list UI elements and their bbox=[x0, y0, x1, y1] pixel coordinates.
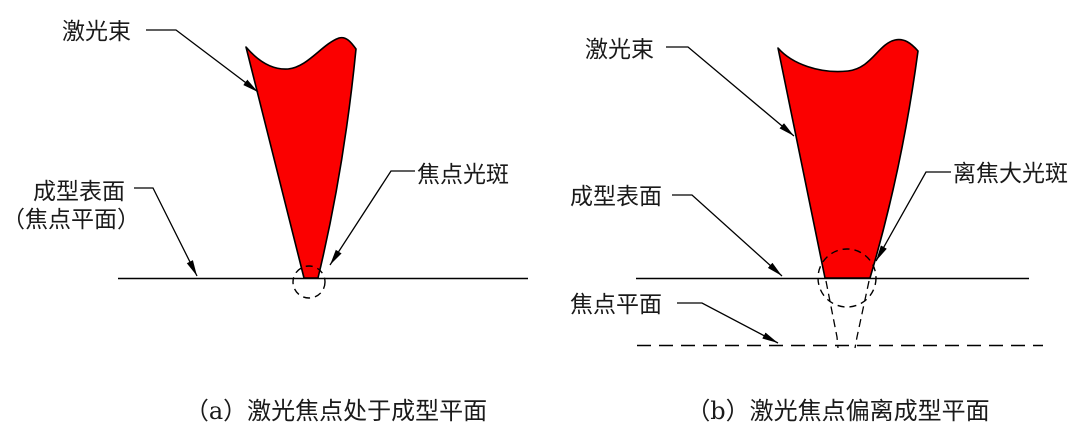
panel-b-subsurface-cone-right-edge bbox=[854, 280, 870, 349]
panel-b-defocus-spot-circle bbox=[817, 248, 877, 308]
panel-a-leader-focal-spot bbox=[329, 170, 415, 266]
panel-b-leader-laser-beam bbox=[666, 46, 795, 137]
panel-a-laser-beam-shape bbox=[245, 36, 357, 279]
panel-b-subsurface-cone-left-edge bbox=[825, 280, 839, 349]
panel-b: 激光束 成型表面 离焦大光斑 焦点平面 （b）激光焦点偏离成型平面 bbox=[570, 37, 1068, 425]
panel-b-laser-beam-shape bbox=[777, 38, 919, 279]
panel-b-focal-plane-label: 焦点平面 bbox=[570, 292, 662, 318]
panel-a-focal-spot-circle bbox=[292, 265, 326, 299]
panel-b-leader-defocus-spot bbox=[875, 171, 951, 262]
panel-a-focal-spot-label: 焦点光斑 bbox=[417, 162, 509, 188]
panel-b-leader-focal-plane bbox=[677, 302, 779, 344]
panel-a-surface-label: 成型表面 bbox=[33, 179, 125, 205]
panel-b-caption: （b）激光焦点偏离成型平面 bbox=[686, 397, 989, 425]
panel-b-laser-beam-label: 激光束 bbox=[585, 37, 654, 63]
panel-a-leader-laser-beam bbox=[146, 29, 259, 93]
panel-a-leader-surface bbox=[134, 187, 198, 277]
panel-a-caption: （a）激光焦点处于成型平面 bbox=[185, 397, 487, 425]
panel-b-defocus-spot-label: 离焦大光斑 bbox=[953, 161, 1068, 187]
panel-a: 激光束 成型表面 （焦点平面） 焦点光斑 （a）激光焦点处于成型平面 bbox=[2, 19, 528, 425]
panel-b-surface-label: 成型表面 bbox=[570, 184, 662, 210]
panel-a-laser-beam-label: 激光束 bbox=[62, 19, 131, 45]
panel-a-surface-paren-label: （焦点平面） bbox=[2, 207, 140, 233]
panel-b-leader-surface bbox=[672, 194, 783, 277]
